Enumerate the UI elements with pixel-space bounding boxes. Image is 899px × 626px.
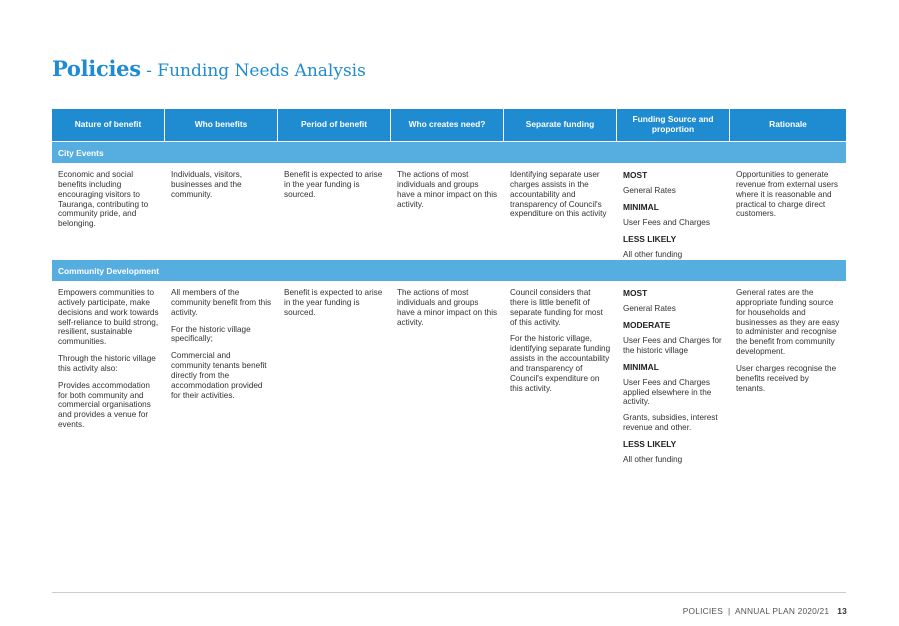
funding-level: MODERATE	[623, 319, 671, 330]
page-title: Policies - Funding Needs Analysis	[52, 56, 366, 81]
section-city-events: City Events	[52, 142, 846, 163]
footer-text: POLICIES | ANNUAL PLAN 2020/21	[682, 606, 830, 616]
cell-rationale: General rates are the appropriate fundin…	[730, 288, 846, 471]
header-period-of-benefit: Period of benefit	[278, 109, 391, 141]
cell-text: The actions of most individuals and grou…	[397, 288, 498, 327]
funding-source: All other funding	[623, 455, 683, 465]
funding-source: General Rates	[623, 304, 676, 314]
cell-who-creates: The actions of most individuals and grou…	[391, 170, 504, 259]
cell-separate-funding: Identifying separate user charges assist…	[504, 170, 617, 259]
cell-nature: Economic and social benefits including e…	[52, 170, 165, 259]
cell-text: Identifying separate user charges assist…	[510, 170, 607, 219]
cell-period: Benefit is expected to arise in the year…	[278, 170, 391, 259]
cell-text: User charges recognise the benefits rece…	[736, 363, 837, 393]
cell-who-benefits: Individuals, visitors, businesses and th…	[165, 170, 278, 259]
header-separate-funding: Separate funding	[504, 109, 617, 141]
cell-text: Through the historic village this activi…	[58, 354, 156, 373]
header-funding-source: Funding Source and proportion	[617, 109, 730, 141]
cell-text: Empowers communities to actively partici…	[58, 288, 159, 347]
funding-source: General Rates	[623, 186, 676, 196]
cell-who-creates: The actions of most individuals and grou…	[391, 288, 504, 471]
funding-source: All other funding	[623, 249, 683, 259]
cell-text: Provides accommodation for both communit…	[58, 380, 151, 430]
funding-source: User Fees and Charges	[623, 218, 710, 227]
cell-text: Commercial and community tenants benefit…	[171, 351, 267, 400]
funding-level: LESS LIKELY	[623, 233, 677, 244]
funding-level: MINIMAL	[623, 201, 659, 212]
cell-funding-source: MOST General Rates MODERATE User Fees an…	[617, 288, 730, 471]
cell-text: Benefit is expected to arise in the year…	[284, 288, 383, 317]
cell-text: For the historic village, identifying se…	[510, 334, 611, 393]
funding-source: User Fees and Charges for the historic v…	[623, 336, 722, 355]
cell-funding-source: MOST General Rates MINIMAL User Fees and…	[617, 170, 730, 259]
cell-text: Council considers that there is little b…	[510, 288, 603, 327]
cell-text: Opportunities to generate revenue from e…	[736, 170, 838, 219]
cell-rationale: Opportunities to generate revenue from e…	[730, 170, 846, 259]
cell-period: Benefit is expected to arise in the year…	[278, 288, 391, 471]
cell-text: All members of the community benefit fro…	[171, 288, 272, 317]
cell-text: Benefit is expected to arise in the year…	[284, 170, 383, 199]
page-title-sub: - Funding Needs Analysis	[140, 61, 366, 81]
page-footer: POLICIES | ANNUAL PLAN 2020/21 13	[683, 606, 847, 616]
cell-nature: Empowers communities to actively partici…	[52, 288, 165, 471]
funding-level: MINIMAL	[623, 361, 659, 372]
table-header-row: Nature of benefit Who benefits Period of…	[52, 109, 846, 141]
cell-who-benefits: All members of the community benefit fro…	[165, 288, 278, 471]
funding-source: Grants, subsidies, interest revenue and …	[623, 413, 718, 433]
funding-source: User Fees and Charges applied elsewhere …	[623, 377, 712, 407]
header-who-benefits: Who benefits	[165, 109, 278, 141]
cell-text: Individuals, visitors, businesses and th…	[171, 170, 242, 199]
header-rationale: Rationale	[730, 109, 846, 141]
section-community-development: Community Development	[52, 260, 846, 281]
cell-text: For the historic village specifically;	[171, 324, 251, 344]
page-number: 13	[837, 606, 847, 616]
cell-text: The actions of most individuals and grou…	[397, 170, 498, 209]
footer-divider	[52, 592, 846, 593]
table-row: Empowers communities to actively partici…	[52, 281, 846, 471]
cell-text: Economic and social benefits including e…	[58, 170, 149, 229]
cell-text: General rates are the appropriate fundin…	[736, 288, 840, 357]
header-who-creates-need: Who creates need?	[391, 109, 504, 141]
cell-separate-funding: Council considers that there is little b…	[504, 288, 617, 471]
funding-needs-table: Nature of benefit Who benefits Period of…	[52, 109, 846, 471]
funding-level: LESS LIKELY	[623, 438, 677, 449]
header-nature-of-benefit: Nature of benefit	[52, 109, 165, 141]
funding-level: MOST	[623, 288, 648, 298]
page-title-main: Policies	[52, 56, 141, 81]
funding-level: MOST	[623, 170, 648, 180]
table-row: Economic and social benefits including e…	[52, 163, 846, 259]
